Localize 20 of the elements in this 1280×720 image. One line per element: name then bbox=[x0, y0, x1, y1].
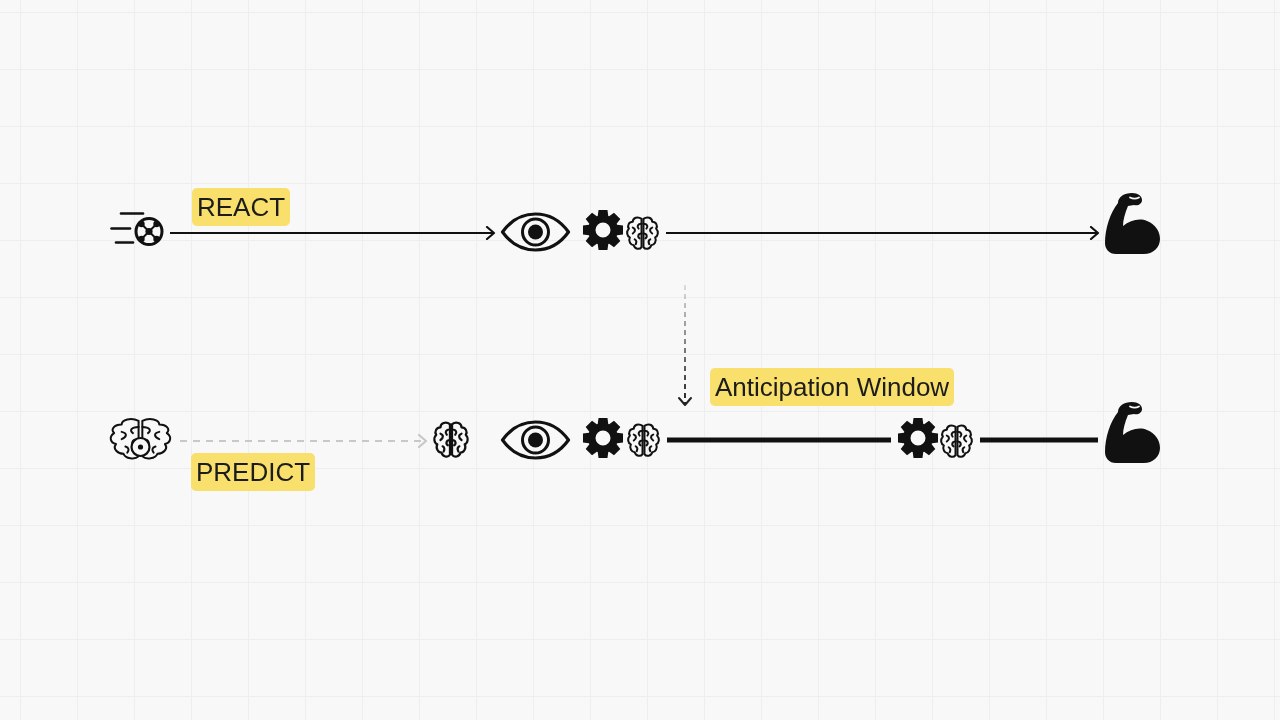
eye-icon bbox=[500, 212, 571, 252]
moving-ball-icon bbox=[110, 211, 164, 247]
arrow bbox=[666, 225, 1100, 241]
brain-icon bbox=[625, 214, 660, 252]
arrow bbox=[170, 225, 496, 241]
gear-icon bbox=[897, 416, 939, 460]
connector-line bbox=[980, 437, 1098, 443]
brain-icon bbox=[432, 419, 470, 460]
flexed-arm-icon bbox=[1104, 193, 1160, 255]
connector-line bbox=[667, 437, 891, 443]
arrow bbox=[180, 433, 428, 449]
flexed-arm-icon bbox=[1104, 402, 1160, 464]
edge-label: PREDICT bbox=[191, 453, 316, 491]
edge-label: Anticipation Window bbox=[710, 368, 955, 406]
edge-label: REACT bbox=[192, 188, 291, 226]
eye-icon bbox=[500, 420, 571, 460]
brain-icon bbox=[939, 422, 974, 460]
gear-icon bbox=[582, 416, 624, 460]
brain-icon bbox=[626, 421, 661, 459]
gear-icon bbox=[582, 208, 624, 252]
